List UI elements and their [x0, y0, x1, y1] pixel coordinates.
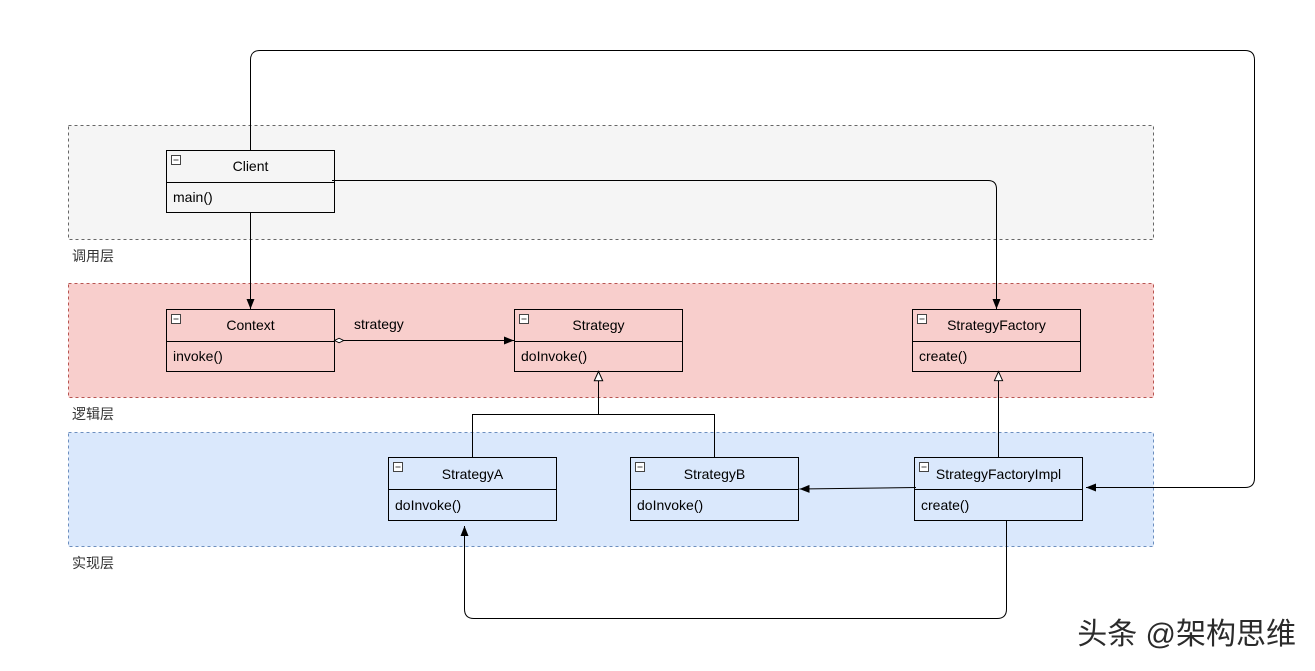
edge-client-to-factory-impl [250, 50, 1255, 492]
class-context-frame [166, 309, 335, 372]
minus-square-icon [393, 462, 403, 472]
class-strategy-factory-frame [912, 309, 1081, 372]
minus-square-icon [519, 314, 529, 324]
edge-strategy-b-extends-strategy [599, 372, 715, 457]
class-strategy-factory-method: create() [919, 348, 967, 364]
class-strategy-a: StrategyA doInvoke() [388, 457, 557, 521]
class-strategy-name: Strategy [572, 317, 624, 333]
minus-square-icon [171, 314, 181, 324]
class-strategy-b: StrategyB doInvoke() [630, 457, 799, 521]
edge-factory-impl-to-strategy-b [799, 484, 917, 493]
class-context: Context invoke() [166, 309, 335, 372]
edge-factory-impl-to-strategy-a [460, 520, 1007, 619]
layer-logic-region [68, 283, 1154, 398]
edge-context-to-strategy-label: strategy [354, 316, 404, 332]
layer-logic: 逻辑层 [68, 283, 1154, 422]
class-strategy-method: doInvoke() [521, 348, 587, 364]
class-client: Client main() [166, 150, 335, 213]
layer-invoke-label: 调用层 [72, 248, 114, 264]
class-client-frame [166, 150, 335, 213]
layer-invoke: 调用层 [68, 125, 1154, 264]
watermark: 头条 @架构思维 [1077, 618, 1296, 651]
edge-client-to-strategy-factory [332, 180, 1001, 309]
minus-square-icon [635, 462, 645, 472]
class-strategy-factory-impl: StrategyFactoryImpl create() [914, 457, 1083, 521]
relations: strategy [246, 50, 1255, 619]
class-strategy-b-method: doInvoke() [637, 497, 703, 513]
layer-impl-label: 实现层 [72, 555, 114, 571]
class-strategy-a-method: doInvoke() [395, 497, 461, 513]
class-strategy-frame [514, 309, 683, 372]
minus-square-icon [919, 462, 929, 472]
class-context-name: Context [226, 317, 274, 333]
layer-impl: 实现层 [68, 432, 1154, 571]
class-strategy-factory-name: StrategyFactory [947, 317, 1046, 333]
class-strategy-factory-impl-method: create() [921, 497, 969, 513]
class-strategy-factory: StrategyFactory create() [912, 309, 1081, 372]
class-strategy-b-name: StrategyB [684, 466, 745, 482]
layer-logic-label: 逻辑层 [72, 406, 114, 422]
class-client-name: Client [233, 158, 269, 174]
class-strategy-factory-impl-name: StrategyFactoryImpl [936, 466, 1061, 482]
class-context-method: invoke() [173, 348, 223, 364]
minus-square-icon [171, 155, 181, 165]
class-client-method: main() [173, 189, 213, 205]
class-strategy: Strategy doInvoke() [514, 309, 683, 372]
minus-square-icon [917, 314, 927, 324]
class-strategy-a-name: StrategyA [442, 466, 504, 482]
